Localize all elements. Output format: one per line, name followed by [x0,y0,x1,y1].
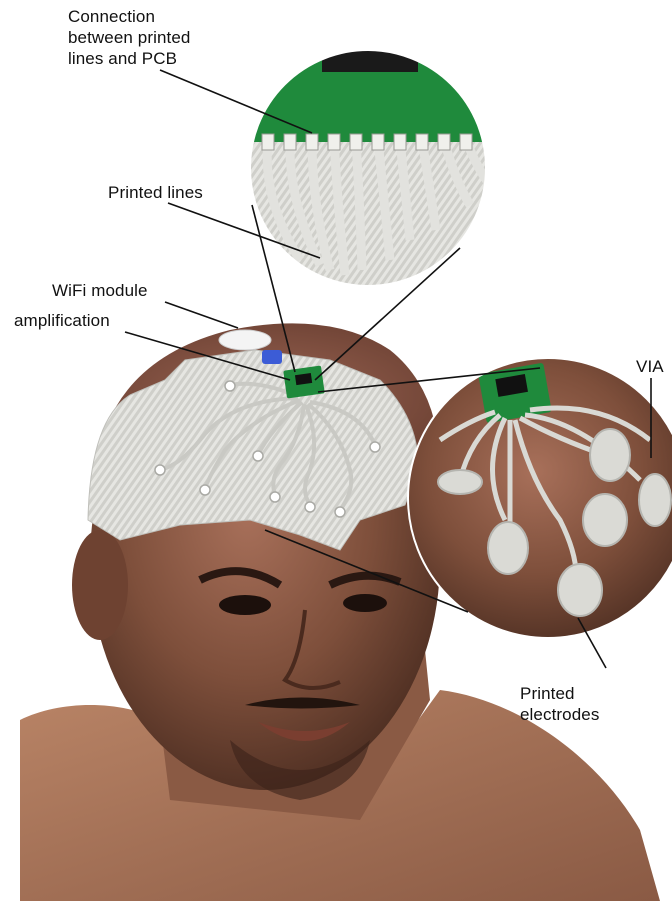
wifi-module-board [262,350,282,364]
label-connection: Connection between printed lines and PCB [68,6,258,69]
eye-right [343,594,387,612]
zoom-top [240,40,500,300]
ear [72,530,128,640]
wifi-module-cover [219,330,271,350]
label-wifi-module: WiFi module [52,280,148,301]
label-printed-lines: Printed lines [108,182,203,203]
label-via: VIA [636,356,664,377]
label-amplification: amplification [14,310,110,331]
eye-left [219,595,271,615]
callout-wifi [165,302,238,328]
label-printed-electrodes: Printed electrodes [520,683,599,725]
